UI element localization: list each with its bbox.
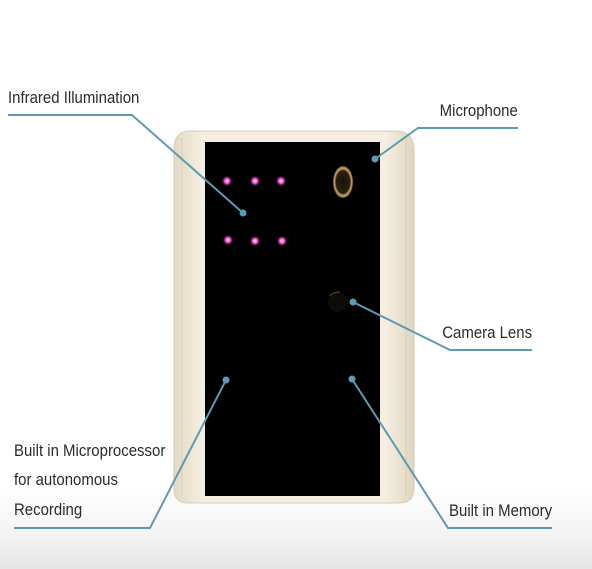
ir-led	[277, 236, 287, 246]
callout-dot	[222, 376, 230, 384]
label-camera-lens: Camera Lens	[442, 323, 532, 342]
ir-led	[276, 176, 286, 186]
callout-dot	[348, 375, 356, 383]
leader-line-camera-lens	[352, 301, 532, 351]
label-microphone: Microphone	[439, 101, 518, 120]
leader-line-memory	[351, 378, 552, 529]
label-microprocessor-line-3: Recording	[14, 500, 83, 519]
device-face	[205, 142, 380, 496]
callout-dot	[239, 209, 247, 217]
label-infrared-illumination: Infrared Illumination	[8, 88, 140, 107]
microphone-port	[333, 166, 353, 198]
callout-dot	[371, 155, 379, 163]
callout-dot	[349, 298, 357, 306]
leader-line-infrared	[8, 114, 244, 214]
camera-lens	[328, 291, 348, 312]
infrared-leds	[222, 176, 287, 246]
ir-led	[222, 176, 232, 186]
leader-lines	[8, 114, 552, 529]
callout-dots	[222, 155, 379, 384]
ir-led	[250, 236, 260, 246]
label-built-in-memory: Built in Memory	[448, 501, 552, 520]
ir-led	[223, 235, 233, 245]
leader-line-microprocessor	[14, 379, 227, 529]
label-microprocessor-line-1: Built in Microprocessor	[14, 441, 166, 460]
label-microprocessor-line-2: for autonomous	[14, 470, 118, 489]
ir-led	[250, 176, 260, 186]
leader-line-microphone	[374, 127, 518, 160]
